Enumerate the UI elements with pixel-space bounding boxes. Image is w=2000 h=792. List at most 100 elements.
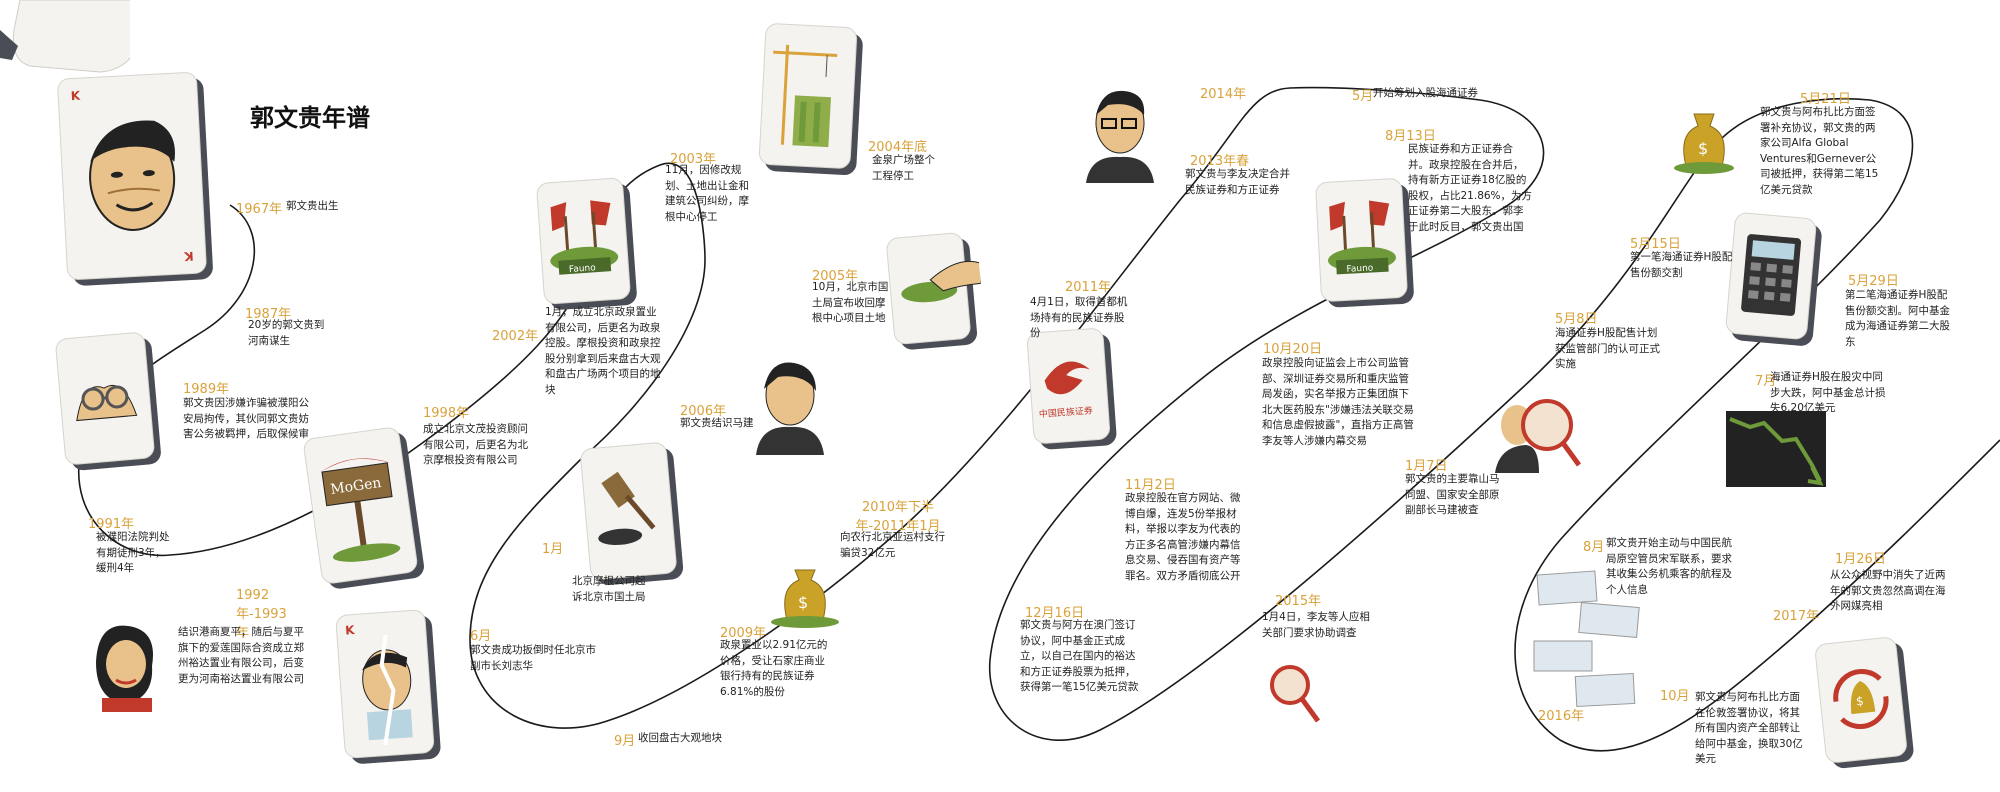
- year-label: 2014年: [1200, 87, 1247, 102]
- year-label: 2010年下半年-2011年1月: [855, 500, 941, 534]
- event-text: 结识港商夏平，随后与夏平旗下的爱莲国际合资成立郑州裕达置业有限公司，后变更为河南…: [178, 626, 304, 685]
- event-text: 1月，成立北京政泉置业有限公司，后更名为政泉控股。摩根投资和政泉控股分别拿到后来…: [545, 306, 661, 396]
- event-text: 郭文贵开始主动与中国民航局原空管员宋军联系，要求其收集公务机乘客的航程及个人信息: [1606, 537, 1732, 596]
- event-text: 第一笔海通证券H股配售份额交割: [1630, 251, 1733, 279]
- page-title: 郭文贵年谱: [250, 104, 370, 132]
- event-text: 郭文贵与阿方在澳门签订协议，阿中基金正式成立，以自己在国内的裕达和方正证券股票为…: [1020, 619, 1139, 693]
- card-portrait: K K: [56, 71, 208, 281]
- year-label: 5月8日: [1555, 312, 1598, 327]
- year-label: 2016年: [1538, 709, 1585, 724]
- year-label: 12月16日: [1025, 606, 1085, 621]
- torn-portrait-icon: [362, 634, 413, 746]
- year-label: 2005年: [812, 269, 859, 284]
- event-text: 郭文贵出生: [286, 200, 339, 212]
- moragen-logo-text: MoGen: [329, 475, 382, 498]
- event-text: 成立北京文茂投资顾问有限公司，后更名为北京摩根投资有限公司: [423, 423, 528, 466]
- hand-taking-land-icon: [901, 260, 982, 303]
- card-calculator: [1724, 211, 1818, 341]
- fauno-logo-text-2: Fauno: [1346, 263, 1374, 274]
- card-gavel: [579, 441, 678, 581]
- year-label: 1991年: [88, 517, 135, 532]
- card-money-cycle: $: [1813, 636, 1909, 764]
- year-label: 5月21日: [1800, 92, 1851, 107]
- falling-chart-icon: [1726, 411, 1826, 487]
- svg-text:$: $: [1855, 694, 1864, 709]
- money-bag-icon: $: [771, 569, 839, 628]
- event-text: 政泉置业以2.91亿元的价格，受让石家庄商业银行持有的民族证券6.81%的股份: [720, 639, 828, 698]
- year-label: 2009年: [720, 626, 767, 641]
- card-torn-portrait: K: [335, 609, 435, 759]
- card-handcuffs: [54, 331, 156, 466]
- event-text: 民族证券和方正证券合并。政泉控股在合并后，持有新方正证券18亿股的股权，占比21…: [1408, 143, 1533, 233]
- year-label: 10月: [1660, 689, 1690, 704]
- card-index-bottom: K: [183, 248, 194, 264]
- year-label: 8月: [1583, 540, 1605, 555]
- event-text: 郭文贵因涉嫌诈骗被濮阳公安局拘传，其伙同郭文贵妨害公务被羁押，后取保候审: [183, 397, 309, 440]
- event-text: 海通证券H股配售计划获监管部门的认可正式实施: [1555, 327, 1660, 370]
- flag-land-icon: Fauno: [550, 200, 619, 275]
- event-text: 从公众视野中消失了近两年的郭文贵忽然高调在海外网媒亮相: [1830, 569, 1946, 612]
- calculator-icon: [1741, 234, 1802, 316]
- year-label: 5月: [1352, 89, 1374, 104]
- portrait-icon: [89, 120, 176, 231]
- event-text: 11月，因修改规划、土地出让金和建筑公司纠纷，摩根中心停工: [665, 164, 749, 223]
- card-fragment-icon: [0, 0, 130, 73]
- event-text: 20岁的郭文贵到河南谋生: [248, 319, 325, 347]
- year-label: 9月: [614, 734, 636, 749]
- year-label: 2002年: [492, 329, 539, 344]
- card-flag-land: Fauno: [535, 177, 632, 305]
- moragen-sign-icon: MoGen: [319, 458, 401, 562]
- id-documents-icon: [1533, 570, 1640, 708]
- event-text: 郭文贵与阿布扎比方面签署补充协议，郭文贵的两家公司Alfa Global Ven…: [1760, 106, 1879, 196]
- year-label: 2006年: [680, 404, 727, 419]
- svg-text:$: $: [1698, 139, 1708, 158]
- card-flag-land-2: Fauno: [1314, 177, 1409, 303]
- card-minzu: 中国民族证券: [1026, 327, 1111, 445]
- year-label: 1月7日: [1405, 459, 1448, 474]
- event-text: 郭文贵成功扳倒时任北京市副市长刘志华: [470, 644, 596, 672]
- man-glasses-portrait-icon: [1086, 90, 1154, 183]
- year-label: 5月29日: [1848, 274, 1899, 289]
- event-text: 收回盘古大观地块: [638, 732, 722, 744]
- event-text: 金泉广场整个工程停工: [872, 154, 935, 182]
- year-label: 2003年: [670, 152, 717, 167]
- year-label: 1月: [542, 542, 564, 557]
- event-text: 政泉控股在官方网站、微博自爆，连发5份举报材料，举报以李友为代表的方正多名高管涉…: [1125, 492, 1241, 582]
- event-text: 第二笔海通证券H股配售份额交割。阿中基金成为海通证券第二大股东: [1845, 289, 1950, 348]
- event-text: 向农行北京亚运村支行骗贷32亿元: [840, 531, 945, 559]
- magnifier-icon: [1270, 665, 1321, 723]
- year-label: 1月26日: [1835, 552, 1886, 567]
- year-label: 2004年底: [868, 140, 928, 155]
- event-text: 海通证券H股在股灾中同步大跌，阿中基金总计损失6.20亿美元: [1770, 371, 1886, 414]
- event-text: 1月4日，李友等人应相关部门要求协助调查: [1262, 611, 1370, 639]
- year-label: 8月13日: [1385, 129, 1436, 144]
- card-index: K: [344, 623, 355, 638]
- year-label: 2017年: [1773, 609, 1820, 624]
- card-index: K: [70, 88, 81, 104]
- year-label: 10月20日: [1263, 342, 1323, 357]
- minzu-securities-logo-icon: 中国民族证券: [1038, 361, 1093, 420]
- event-text: 被濮阳法院判处有期徒刑3年，缓刑4年: [96, 531, 170, 574]
- event-text: 北京摩根公司起诉北京市国土局: [572, 575, 646, 603]
- year-label: 1987年: [245, 307, 292, 322]
- event-text: 郭文贵结识马建: [680, 417, 754, 429]
- year-label: 2011年: [1065, 280, 1112, 295]
- money-cycle-icon: $: [1833, 668, 1889, 730]
- year-label: 7月: [1755, 374, 1777, 389]
- event-text: 郭文贵与阿布扎比方面在伦敦签署协议，将其所有国内资产全部转让给阿中基金，换取30…: [1695, 691, 1803, 765]
- event-text: 郭文贵与李友决定合并民族证券和方正证券: [1185, 168, 1290, 196]
- year-label: 2013年春: [1190, 154, 1250, 169]
- year-label: 2015年: [1275, 594, 1322, 609]
- year-label: 6月: [470, 629, 492, 644]
- year-label: 11月2日: [1125, 478, 1176, 493]
- man-portrait-2006-icon: [756, 362, 824, 455]
- event-text: 开始筹划入股海通证券: [1373, 87, 1478, 99]
- event-text: 郭文贵的主要靠山马同盟、国家安全部原副部长马建被查: [1405, 473, 1500, 516]
- flag-land-icon-2: Fauno: [1328, 200, 1396, 275]
- woman-portrait-icon: [96, 625, 153, 712]
- card-crane: [758, 22, 858, 170]
- year-label: 1998年: [423, 406, 470, 421]
- card-hand-land: [885, 231, 982, 346]
